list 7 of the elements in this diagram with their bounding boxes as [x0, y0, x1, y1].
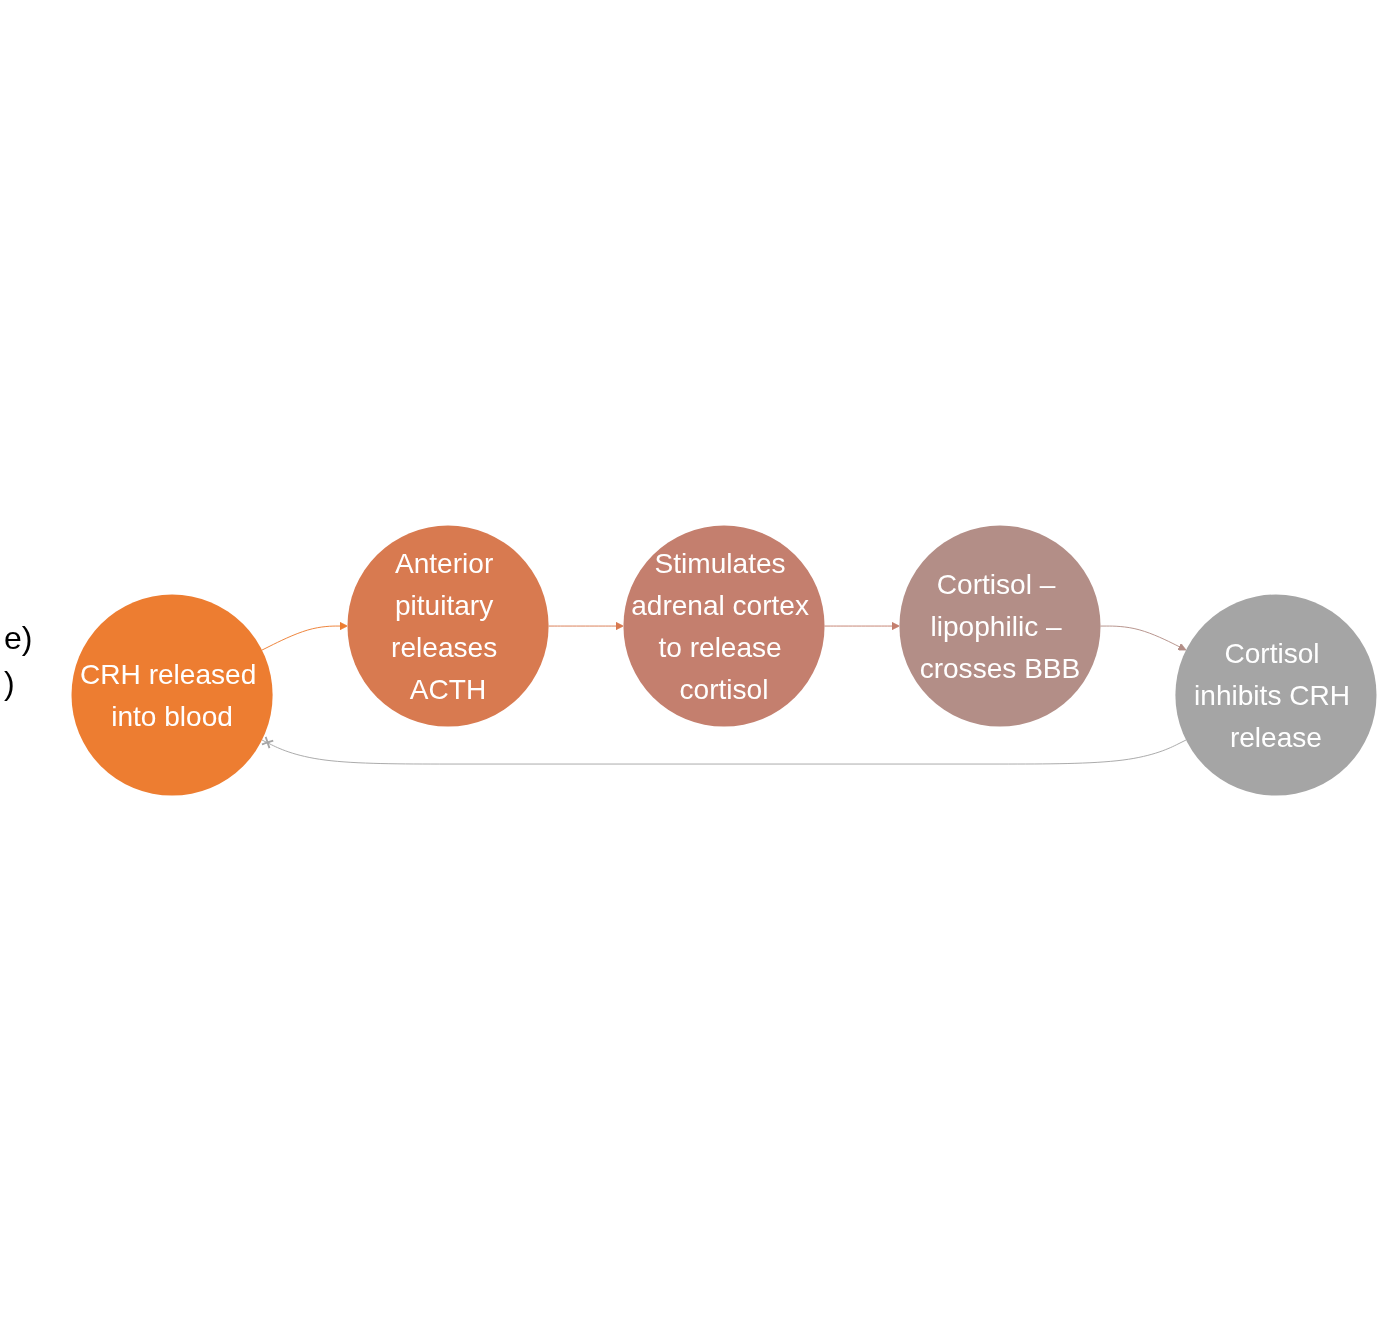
partial-text: ) [4, 665, 16, 702]
partial-text: e) [4, 620, 34, 657]
node-circle: Stimulates adrenal cortex to release cortisol [623, 525, 825, 728]
node-circle: CRH released into blood [71, 594, 273, 797]
node-circle: Anterior pituitary releases ACTH [347, 525, 549, 728]
node-circle: Cortisol inhibits CRH release [1175, 594, 1377, 797]
node-circle: Cortisol – lipophilic – crosses BBB [899, 525, 1101, 728]
